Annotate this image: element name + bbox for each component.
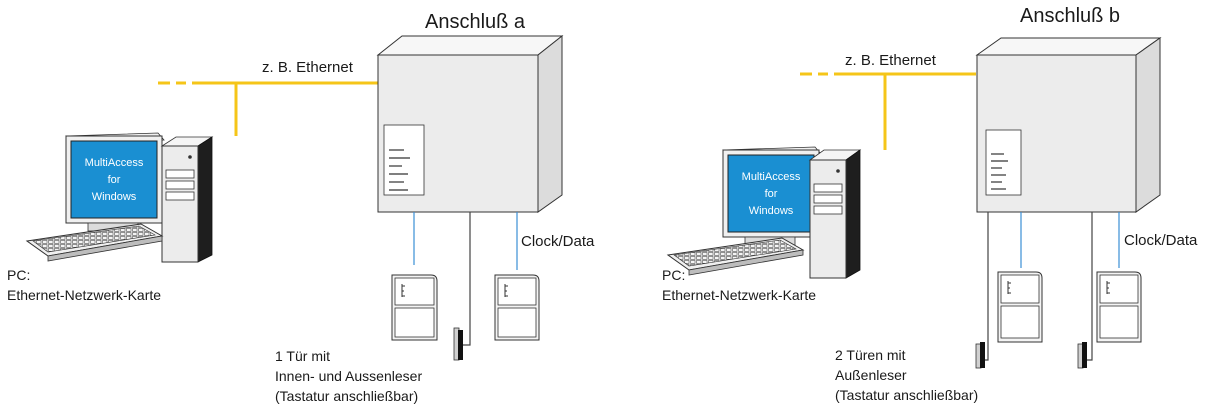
door-keypad — [1077, 342, 1087, 369]
pc-workstation — [666, 146, 862, 279]
keypad-cable — [984, 212, 989, 361]
door-keypad — [453, 327, 463, 361]
panel-title: Anschluß b — [1020, 5, 1120, 27]
screen-text-line1: MultiAccess — [742, 171, 801, 183]
screen-text-line3: Windows — [749, 205, 794, 217]
screen-text-line1: MultiAccess — [85, 157, 144, 169]
screen-text-line2: for — [108, 174, 121, 186]
pc-workstation — [25, 132, 214, 263]
reader-label: Clock/Data — [1124, 232, 1198, 249]
monitor-screen — [70, 140, 158, 219]
door-label-line3: (Tastatur anschließbar) — [275, 388, 418, 404]
controller-box — [376, 34, 564, 213]
keypad-cable — [462, 212, 471, 346]
keypad-cable — [1086, 212, 1093, 361]
card-reader — [997, 271, 1043, 343]
status-leds — [389, 149, 410, 191]
door-label-line1: 1 Tür mit — [275, 348, 330, 364]
ethernet-line — [158, 81, 378, 136]
door-label-line3: (Tastatur anschließbar) — [835, 387, 978, 403]
panel-b: z. B. Ethernet Anschluß b — [662, 5, 1198, 403]
pc-label-line1: PC: — [662, 267, 685, 283]
network-label: z. B. Ethernet — [845, 52, 937, 69]
panel-title: Anschluß a — [425, 11, 526, 33]
pc-label-line2: Ethernet-Netzwerk-Karte — [7, 287, 161, 303]
reader-label: Clock/Data — [521, 233, 595, 250]
ethernet-line — [800, 72, 976, 150]
network-label: z. B. Ethernet — [262, 59, 354, 76]
status-leds — [991, 153, 1008, 190]
screen-text-line2: for — [765, 188, 778, 200]
panel-a: z. B. Ethernet Anschluß a — [7, 11, 595, 404]
screen-text-line3: Windows — [92, 191, 137, 203]
door-label-line2: Außenleser — [835, 367, 907, 383]
door-keypad — [975, 342, 985, 369]
card-reader — [391, 274, 438, 341]
controller-box — [975, 37, 1162, 213]
card-reader — [1096, 271, 1142, 343]
door-label-line2: Innen- und Aussenleser — [275, 368, 422, 384]
pc-label-line2: Ethernet-Netzwerk-Karte — [662, 287, 816, 303]
door-label-line1: 2 Türen mit — [835, 347, 906, 363]
card-reader — [494, 274, 540, 341]
pc-label-line1: PC: — [7, 267, 30, 283]
